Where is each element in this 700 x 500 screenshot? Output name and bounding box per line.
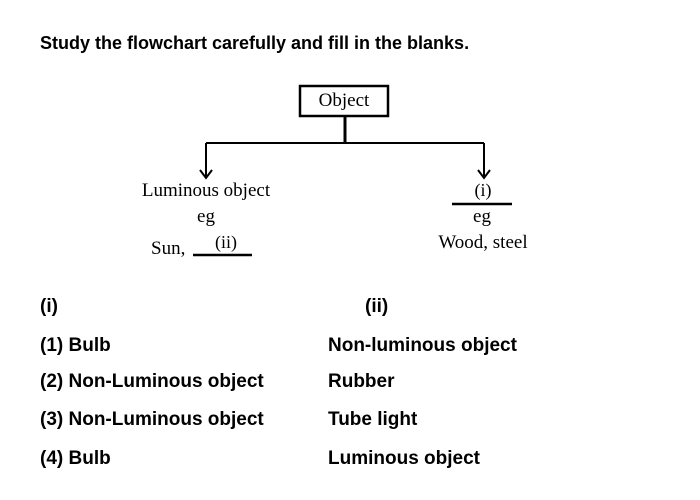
option-1-i[interactable]: (1) Bulb bbox=[40, 335, 111, 356]
left-example-prefix: Sun, bbox=[151, 238, 185, 259]
right-eg-label: eg bbox=[473, 206, 491, 227]
left-arrow-icon bbox=[199, 169, 213, 180]
option-3-i[interactable]: (3) Non-Luminous object bbox=[40, 409, 264, 430]
blank-i-label: (i) bbox=[475, 180, 492, 201]
option-4-i[interactable]: (4) Bulb bbox=[40, 448, 111, 469]
left-eg-label: eg bbox=[197, 206, 215, 227]
left-branch-title: Luminous object bbox=[142, 180, 271, 201]
option-3-ii: Tube light bbox=[328, 409, 418, 430]
option-2-i[interactable]: (2) Non-Luminous object bbox=[40, 371, 264, 392]
option-2-ii: Rubber bbox=[328, 371, 395, 392]
root-box bbox=[298, 84, 390, 118]
blank-ii-label: (ii) bbox=[215, 232, 237, 253]
column-header-ii: (ii) bbox=[365, 296, 389, 317]
question-text: Study the flowchart carefully and fill i… bbox=[40, 33, 470, 53]
column-header-i: (i) bbox=[40, 296, 58, 317]
option-1-ii: Non-luminous object bbox=[328, 335, 517, 356]
right-examples: Wood, steel bbox=[438, 232, 527, 253]
option-4-ii: Luminous object bbox=[328, 448, 480, 469]
right-arrow-icon bbox=[477, 169, 491, 180]
root-label: Object bbox=[319, 90, 370, 111]
